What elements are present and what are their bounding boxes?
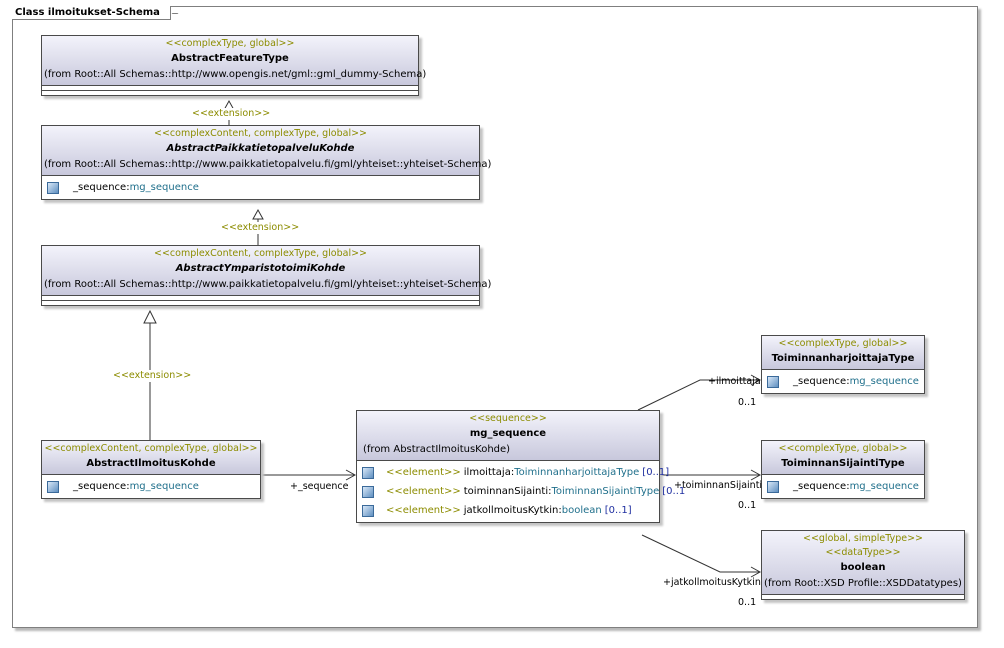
attribute-name: _sequence: (73, 481, 130, 492)
class-origin: (from Root::All Schemas::http://www.paik… (44, 159, 492, 170)
element-row-ilmoittaja[interactable]: <<element>> ilmoittaja: Toiminnanharjoit… (357, 463, 669, 482)
extension-label-2: <<extension>> (221, 222, 300, 234)
element-type: ToiminnanharjoittajaType (514, 467, 640, 478)
class-name: mg_sequence (469, 428, 547, 439)
association-ilmoittaja (637, 379, 760, 411)
element-row-jatkollmoitus-kytkin[interactable]: <<element>> jatkollmoitusKytkin: boolean… (357, 501, 659, 520)
element-multiplicity: [0..1 (662, 486, 686, 497)
stereotype-label: <<complexType, global>> (778, 338, 908, 349)
attribute-row[interactable]: _sequence: mg_sequence (762, 372, 924, 391)
attribute-icon (47, 181, 59, 194)
stereotype-label: <<complexContent, complexType, global>> (153, 128, 367, 139)
attribute-compartment (762, 595, 964, 599)
class-name: ToiminnanSijaintiType (781, 458, 905, 469)
attribute-type: mg_sequence (129, 481, 199, 492)
operation-compartment (42, 300, 479, 305)
stereotype-label: <<global, simpleType>> (802, 533, 924, 544)
attribute-compartment: _sequence: mg_sequence (762, 475, 924, 498)
association-ilmoittaja-arrowhead (750, 374, 762, 386)
sijainti-multiplicity: 0..1 (738, 500, 757, 511)
kytkin-multiplicity: 0..1 (738, 597, 757, 608)
diagram-title: Class ilmoitukset-Schema (12, 6, 171, 20)
class-origin: (from Root::XSD Profile::XSDDatatypes) (764, 578, 962, 589)
generalization-arrow-2 (252, 208, 264, 220)
attribute-icon (47, 480, 59, 493)
class-toiminnanharjoittaja-type[interactable]: <<complexType, global>> Toiminnanharjoit… (761, 335, 925, 394)
class-abstract-ymparistotoimi-kohde[interactable]: <<complexContent, complexType, global>> … (41, 245, 492, 306)
sijainti-role-label: +toiminnanSijainti (674, 480, 763, 491)
class-name: AbstractIlmoitusKohde (86, 458, 216, 469)
attribute-name: _sequence: (793, 481, 850, 492)
element-row-toiminnan-sijainti[interactable]: <<element>> toiminnanSijainti: Toiminnan… (357, 482, 685, 501)
element-type: ToiminnanSijaintiType (551, 486, 660, 497)
attribute-row[interactable]: _sequence: mg_sequence (762, 477, 924, 496)
class-mg-sequence[interactable]: <<sequence>> mg_sequence (from AbstractI… (356, 410, 685, 523)
class-name: boolean (840, 562, 886, 573)
element-multiplicity: [0..1] (604, 505, 632, 516)
attribute-compartment: _sequence: mg_sequence (42, 176, 479, 199)
datatype-stereotype-label: <<dataType>> (825, 547, 901, 558)
extension-label-1: <<extension>> (192, 108, 271, 120)
diagram-frame (12, 6, 978, 628)
element-keyword: <<element>> (386, 486, 461, 497)
element-name: toiminnanSijainti: (463, 486, 552, 497)
class-origin: (from Root::All Schemas::http://www.paik… (44, 279, 492, 290)
attribute-compartment: _sequence: mg_sequence (762, 370, 924, 393)
class-origin: (from AbstractIlmoitusKohde) (363, 444, 511, 455)
class-boolean[interactable]: <<global, simpleType>> <<dataType>> bool… (761, 530, 965, 600)
association-sijainti-arrowhead (750, 469, 762, 481)
class-abstract-paikkatietopalvelu-kohde[interactable]: <<complexContent, complexType, global>> … (41, 125, 492, 200)
stereotype-label: <<sequence>> (469, 413, 547, 424)
class-abstract-feature-type[interactable]: <<complexType, global>> AbstractFeatureT… (41, 35, 427, 96)
element-multiplicity: [0..1] (642, 467, 670, 478)
attribute-name: _sequence: (793, 376, 850, 387)
element-icon (362, 504, 374, 517)
attribute-type: mg_sequence (129, 182, 199, 193)
element-keyword: <<element>> (386, 467, 461, 478)
stereotype-label: <<complexType, global>> (778, 443, 908, 454)
attribute-row[interactable]: _sequence: mg_sequence (42, 477, 260, 496)
association-sequence-arrowhead (345, 469, 357, 481)
association-kytkin-arrowhead (750, 566, 762, 578)
element-name: jatkollmoitusKytkin: (463, 505, 562, 516)
extension-label-3: <<extension>> (113, 370, 192, 382)
ilmoittaja-role-label: +ilmoittaja (708, 376, 761, 387)
sequence-role-label: +_sequence (290, 481, 349, 492)
generalization-arrow-3 (143, 309, 157, 324)
class-toiminnan-sijainti-type[interactable]: <<complexType, global>> ToiminnanSijaint… (761, 440, 925, 499)
stereotype-label: <<complexContent, complexType, global>> (44, 443, 258, 454)
stereotype-label: <<complexContent, complexType, global>> (153, 248, 367, 259)
attribute-type: mg_sequence (849, 481, 919, 492)
operation-compartment (42, 90, 418, 95)
attribute-type: mg_sequence (849, 376, 919, 387)
element-compartment: <<element>> ilmoittaja: Toiminnanharjoit… (357, 461, 685, 522)
class-name: AbstractYmparistotoimiKohde (175, 263, 346, 274)
attribute-icon (767, 375, 779, 388)
attribute-name: _sequence: (73, 182, 130, 193)
ilmoittaja-multiplicity: 0..1 (738, 397, 757, 408)
class-name: ToiminnanharjoittajaType (771, 353, 915, 364)
element-name: ilmoittaja: (463, 467, 515, 478)
association-kytkin (641, 534, 760, 573)
stereotype-label: <<complexType, global>> (165, 38, 295, 49)
element-type: boolean (561, 505, 602, 516)
class-origin: (from Root::All Schemas::http://www.open… (44, 69, 427, 80)
element-keyword: <<element>> (386, 505, 461, 516)
element-icon (362, 485, 374, 498)
attribute-row[interactable]: _sequence: mg_sequence (42, 178, 479, 197)
class-name: AbstractPaikkatietopalveluKohde (166, 143, 355, 154)
kytkin-role-label: +jatkollmoitusKytkin (663, 577, 761, 588)
class-abstract-ilmoitus-kohde[interactable]: <<complexContent, complexType, global>> … (41, 440, 261, 499)
attribute-compartment: _sequence: mg_sequence (42, 475, 260, 498)
element-icon (362, 466, 374, 479)
class-name: AbstractFeatureType (171, 53, 289, 64)
attribute-icon (767, 480, 779, 493)
